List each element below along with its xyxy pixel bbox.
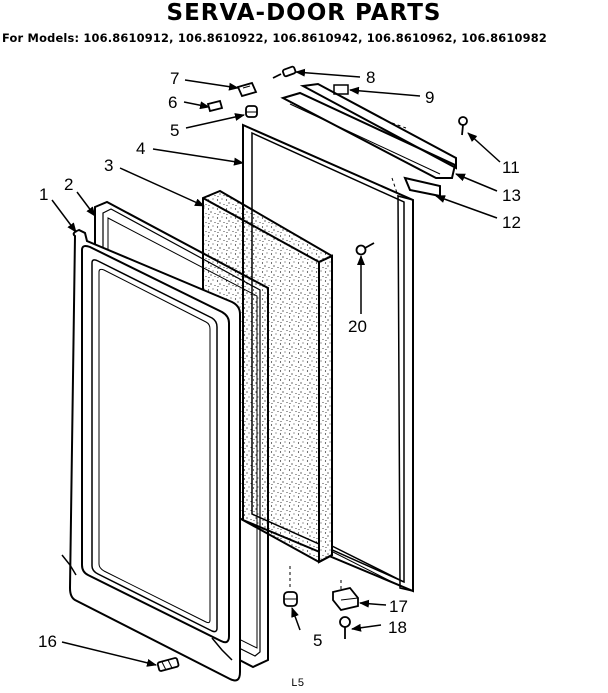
outer-door-panel: [61, 228, 241, 682]
callout-5-top: 5: [170, 121, 179, 140]
hinge-bracket-part-17: [332, 580, 359, 612]
diagram-code: L5: [291, 678, 304, 690]
callout-6: 6: [168, 93, 177, 112]
shim-part-6: [206, 99, 224, 113]
hinge-bracket-part-7: [236, 81, 258, 98]
callout-7: 7: [170, 69, 179, 88]
model-list: For Models: 106.8610912, 106.8610922, 10…: [2, 31, 548, 45]
callout-2: 2: [64, 175, 73, 194]
callout-16: 16: [38, 632, 57, 651]
callout-18: 18: [388, 618, 407, 637]
leader-arrows: [51, 68, 501, 667]
callout-4: 4: [136, 139, 145, 158]
top-rail-assembly: [280, 82, 457, 198]
callout-9: 9: [425, 88, 434, 107]
screw-part-8: [272, 65, 297, 79]
callout-3: 3: [104, 156, 113, 175]
screw-part-11: [458, 116, 468, 136]
bushing-part-5-bottom: [283, 566, 298, 607]
callout-20: 20: [348, 317, 367, 336]
screw-part-16: [156, 657, 180, 672]
callout-5-bottom: 5: [313, 631, 322, 650]
bushing-part-5-top: [245, 105, 258, 118]
callout-11: 11: [502, 158, 520, 177]
callout-17: 17: [389, 597, 408, 616]
page-title: SERVA-DOOR PARTS: [166, 0, 442, 26]
callout-8: 8: [366, 68, 375, 87]
screw-part-20: [355, 242, 375, 256]
hinge-pin-part-18: [339, 616, 351, 639]
callout-labels: 1 2 3 4 5 6 7 8 9 11 13 12 20 5 17 18 16…: [38, 68, 521, 690]
callout-1: 1: [39, 185, 48, 204]
callout-12: 12: [502, 213, 521, 232]
callout-13: 13: [502, 186, 521, 205]
